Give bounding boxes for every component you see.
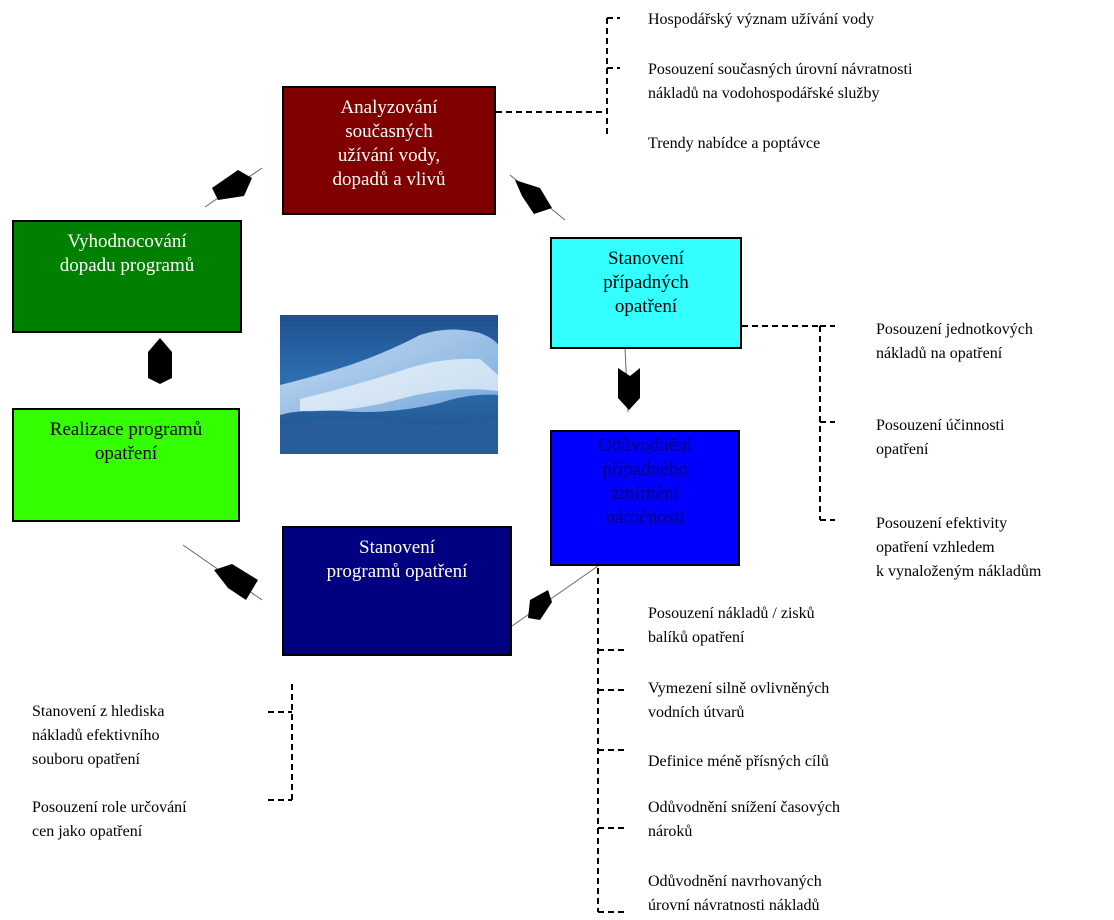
arrow-justify-to-programs xyxy=(528,590,552,620)
justify-connector xyxy=(597,568,628,913)
arrow-programs-to-realize xyxy=(214,564,258,600)
justify-note-5: Odůvodnění navrhovaných úrovní návratnos… xyxy=(648,873,822,914)
programs-connector xyxy=(268,684,293,801)
justify-note-1: Posouzení nákladů / zisků balíků opatřen… xyxy=(648,605,815,646)
justify-note-4: Odůvodnění snížení časových nároků xyxy=(648,799,840,840)
analyze-box: Analyzování současných užívání vody, dop… xyxy=(282,86,496,215)
evaluate-box: Vyhodnocování dopadu programů xyxy=(12,220,242,333)
justify-box: Odůvodnění případného zmírnění náročnost… xyxy=(550,430,740,566)
arrow-realize-to-evaluate xyxy=(148,338,172,384)
arrow-analyze-to-measures xyxy=(515,180,552,214)
evaluate-box-label: Vyhodnocování dopadu programů xyxy=(59,231,195,276)
measures-connector xyxy=(742,325,835,521)
programs-box-label: Stanovení programů opatření xyxy=(326,537,468,582)
realize-box: Realizace programů opatření xyxy=(12,408,240,522)
programs-box: Stanovení programů opatření xyxy=(282,526,512,656)
analyze-note-1: Hospodářský význam užívání vody xyxy=(648,11,875,28)
measures-note-2: Posouzení účinnosti opatření xyxy=(876,417,1005,458)
realize-box-label: Realizace programů opatření xyxy=(49,419,203,464)
measures-box: Stanovení případných opatření xyxy=(550,237,742,349)
ocean-wave-photo xyxy=(280,315,498,454)
analyze-note-2: Posouzení současných úrovní návratnosti … xyxy=(648,61,913,102)
measures-note-1: Posouzení jednotkových nákladů na opatře… xyxy=(876,321,1033,362)
justify-note-2: Vymezení silně ovlivněných vodních útvar… xyxy=(648,680,830,721)
programs-note-1: Stanovení z hlediska nákladů efektivního… xyxy=(32,703,165,768)
analyze-box-label: Analyzování současných užívání vody, dop… xyxy=(332,97,446,190)
measures-note-3: Posouzení efektivity opatření vzhledem k… xyxy=(876,515,1042,580)
justify-note-3: Definice méně přísných cílů xyxy=(648,753,829,770)
analyze-note-3: Trendy nabídce a poptávce xyxy=(648,135,821,152)
analyze-connector xyxy=(496,17,620,136)
measures-box-label: Stanovení případných opatření xyxy=(603,248,689,317)
justify-box-label: Odůvodnění případného zmírnění náročnost… xyxy=(598,435,692,528)
programs-note-2: Posouzení role určování cen jako opatřen… xyxy=(32,799,187,840)
arrow-measures-to-justify xyxy=(618,368,640,410)
arrow-analyze-to-evaluate xyxy=(212,170,252,200)
